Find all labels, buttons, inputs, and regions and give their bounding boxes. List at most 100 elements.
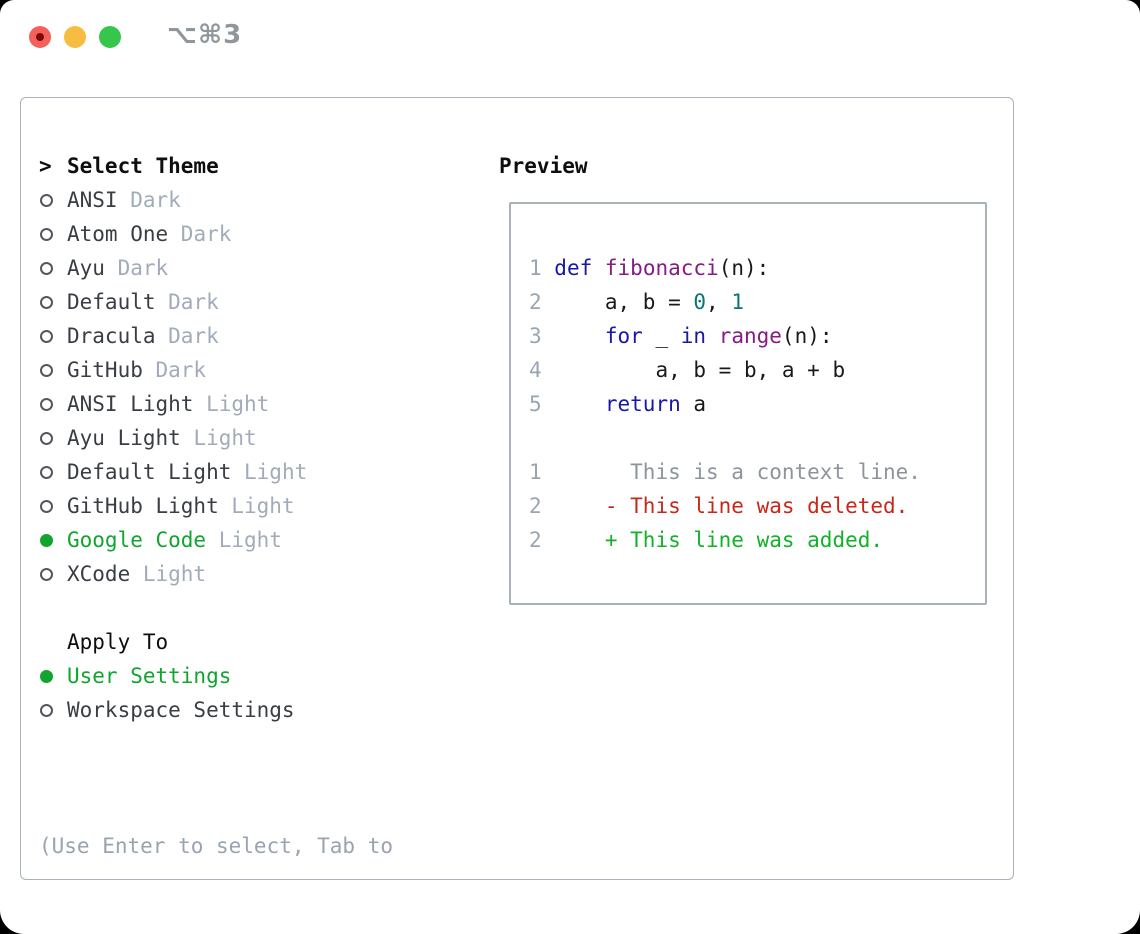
- spacer: [39, 727, 393, 761]
- code-segment-kw: in: [680, 324, 707, 348]
- apply-option-workspace-settings[interactable]: Workspace Settings: [39, 693, 393, 727]
- code-segment-pl: a, b =: [554, 290, 694, 314]
- theme-variant-tag: Light: [193, 426, 257, 450]
- theme-option-ansi-light-light[interactable]: ANSI Light Light: [39, 387, 393, 421]
- theme-option-ansi-dark[interactable]: ANSI Dark: [39, 183, 393, 217]
- theme-variant-tag: Light: [142, 562, 207, 586]
- theme-option-label: XCode: [67, 562, 131, 586]
- code-line: 4 a, b = b, a + b: [529, 353, 985, 387]
- radio-cell: [39, 533, 67, 547]
- radio-icon: [40, 329, 53, 343]
- code-segment-pl: a: [680, 392, 707, 416]
- code-line: 2 + This line was added.: [529, 523, 985, 557]
- code-segment-ln: 1: [529, 256, 555, 280]
- select-theme-label: Select Theme: [67, 154, 219, 178]
- code-segment-fn: range: [718, 324, 782, 348]
- code-line: 5 return a: [529, 387, 985, 421]
- window-title: ⌥⌘3: [167, 20, 243, 50]
- theme-option-atom-one-dark[interactable]: Atom One Dark: [39, 217, 393, 251]
- radio-icon: [40, 499, 53, 513]
- code-segment-pl: [706, 324, 719, 348]
- code-segment-num: 0: [693, 290, 707, 314]
- theme-variant-tag: Light: [231, 494, 295, 518]
- theme-variant-tag: Dark: [117, 256, 169, 280]
- code-line: 1 def fibonacci(n):: [529, 251, 985, 285]
- code-segment-pl: (n):: [718, 256, 770, 280]
- theme-option-ayu-dark[interactable]: Ayu Dark: [39, 251, 393, 285]
- theme-option-label: ANSI Light: [67, 392, 194, 416]
- theme-option-label: ANSI: [67, 188, 118, 212]
- preview-section: Preview 1 def fibonacci(n):2 a, b = 0, 1…: [499, 149, 987, 605]
- help-text: (Use Enter to select, Tab to change focu…: [39, 761, 393, 934]
- code-segment-pl: _: [642, 324, 681, 348]
- radio-icon: [40, 227, 53, 241]
- theme-option-label: GitHub: [67, 358, 143, 382]
- spacer: [39, 591, 393, 625]
- code-line: 2 a, b = 0, 1: [529, 285, 985, 319]
- code-segment-fn: fibonacci: [604, 256, 719, 280]
- theme-option-default-light-light[interactable]: Default Light Light: [39, 455, 393, 489]
- theme-option-label: Ayu: [67, 256, 105, 280]
- theme-variant-tag: Dark: [168, 324, 219, 348]
- traffic-lights: [29, 26, 121, 48]
- radio-icon: [40, 261, 53, 275]
- code-segment-kw: for: [604, 324, 643, 348]
- theme-option-label: Default Light: [67, 460, 232, 484]
- theme-variant-tag: Light: [218, 528, 282, 552]
- radio-icon: [40, 703, 53, 717]
- radio-icon: [40, 397, 53, 411]
- theme-option-label: Default: [67, 290, 156, 314]
- theme-option-ayu-light-light[interactable]: Ayu Light Light: [39, 421, 393, 455]
- theme-variant-tag: Dark: [130, 188, 181, 212]
- radio-icon: [40, 431, 53, 445]
- code-line: 3 for _ in range(n):: [529, 319, 985, 353]
- theme-option-label: Ayu Light: [67, 426, 181, 450]
- radio-cell: [39, 431, 67, 445]
- select-theme-header: > Select Theme: [39, 149, 393, 183]
- radio-cell: [39, 465, 67, 479]
- apply-to-label: Apply To: [67, 630, 169, 654]
- theme-option-label: GitHub Light: [67, 494, 219, 518]
- close-button[interactable]: [29, 26, 51, 48]
- radio-cell: [39, 295, 67, 309]
- code-segment-ln: 2: [529, 528, 542, 552]
- theme-option-label: Google Code: [67, 528, 207, 552]
- theme-option-github-light-light[interactable]: GitHub Light Light: [39, 489, 393, 523]
- code-segment-kw: def: [554, 256, 593, 280]
- radio-icon: [40, 363, 53, 377]
- theme-option-label: Atom One: [67, 222, 169, 246]
- apply-option-label: Workspace Settings: [67, 698, 295, 722]
- zoom-button[interactable]: [99, 26, 121, 48]
- code-segment-pl: [542, 528, 605, 552]
- code-line: [529, 421, 985, 455]
- theme-variant-tag: Light: [244, 460, 308, 484]
- code-line: 2 - This line was deleted.: [529, 489, 985, 523]
- code-segment-pl: [592, 256, 605, 280]
- theme-variant-tag: Dark: [180, 222, 232, 246]
- code-segment-pl: (n):: [781, 324, 833, 348]
- radio-icon: [40, 295, 53, 309]
- radio-icon: [40, 567, 53, 581]
- radio-selected-icon: [40, 533, 53, 547]
- radio-cell: [39, 329, 67, 343]
- radio-cell: [39, 703, 67, 717]
- theme-option-xcode-light[interactable]: XCode Light: [39, 557, 393, 591]
- theme-variant-tag: Light: [206, 392, 270, 416]
- theme-option-google-code-light[interactable]: Google Code Light: [39, 523, 393, 557]
- minimize-button[interactable]: [64, 26, 86, 48]
- radio-cell: [39, 499, 67, 513]
- code-segment-pl: a, b = b, a + b: [554, 358, 846, 382]
- code-segment-ctx: This is a context line.: [541, 460, 921, 484]
- radio-cell: [39, 261, 67, 275]
- apply-option-user-settings[interactable]: User Settings: [39, 659, 393, 693]
- code-segment-ln: 1: [529, 460, 542, 484]
- radio-cell: [39, 397, 67, 411]
- radio-selected-icon: [40, 669, 53, 683]
- code-segment-ln: 2: [529, 290, 555, 314]
